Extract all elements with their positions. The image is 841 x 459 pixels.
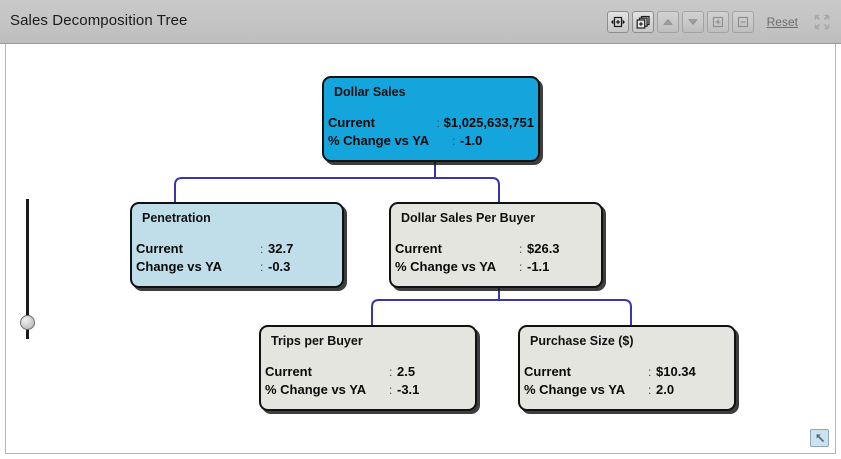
arrow-up-icon[interactable] xyxy=(656,11,679,33)
metric-separator: : xyxy=(648,365,652,379)
metric-value: -1.1 xyxy=(527,259,550,274)
metric-label: Current xyxy=(328,115,375,130)
node-metrics: Current : $26.3 % Change vs YA : -1.1 xyxy=(395,240,597,276)
metric-separator: : xyxy=(260,242,264,256)
tree-canvas[interactable]: Dollar Sales Current : $1,025,633,751 % … xyxy=(5,44,836,454)
metric-row: Current : 2.5 xyxy=(265,363,471,381)
restore-down-arrow-icon[interactable] xyxy=(810,429,829,447)
node-metrics: Current : 32.7 Change vs YA : -0.3 xyxy=(136,240,338,276)
tree-node-trips-per-buyer[interactable]: Trips per Buyer Current : 2.5 % Change v… xyxy=(259,325,477,411)
arrow-down-icon[interactable] xyxy=(681,11,704,33)
tree-node-purchase-size[interactable]: Purchase Size ($) Current : $10.34 % Cha… xyxy=(518,325,736,411)
node-title: Dollar Sales xyxy=(334,85,406,99)
metric-value: 2.0 xyxy=(656,382,675,397)
metric-separator: : xyxy=(648,383,652,397)
metric-row: % Change vs YA : 2.0 xyxy=(524,381,730,399)
metric-value: 32.7 xyxy=(268,241,294,256)
page-title: Sales Decomposition Tree xyxy=(10,12,188,29)
zoom-slider-handle[interactable] xyxy=(20,315,35,330)
metric-separator: : xyxy=(260,260,264,274)
node-metrics: Current : $1,025,633,751 % Change vs YA … xyxy=(328,114,534,150)
metric-row: Current : $26.3 xyxy=(395,240,597,258)
node-title: Trips per Buyer xyxy=(271,334,363,348)
metric-value: $26.3 xyxy=(527,241,560,256)
metric-separator: : xyxy=(452,134,456,148)
tree-node-penetration[interactable]: Penetration Current : 32.7 Change vs YA … xyxy=(130,202,344,288)
metric-row: Current : $10.34 xyxy=(524,363,730,381)
metric-row: % Change vs YA : -1.1 xyxy=(395,258,597,276)
metric-value: $1,025,633,751 xyxy=(443,115,534,130)
metric-separator: : xyxy=(436,116,440,130)
reset-button[interactable]: Reset xyxy=(766,15,798,29)
metric-value: $10.34 xyxy=(656,364,696,379)
tree-node-dollar-sales-per-buyer[interactable]: Dollar Sales Per Buyer Current : $26.3 %… xyxy=(389,202,603,288)
metric-value: -0.3 xyxy=(268,259,291,274)
metric-value: 2.5 xyxy=(397,364,416,379)
metric-label: Change vs YA xyxy=(136,259,222,274)
duplicate-layers-icon[interactable] xyxy=(631,11,654,33)
node-title: Purchase Size ($) xyxy=(530,334,634,348)
metric-label: Current xyxy=(395,241,442,256)
zoom-slider[interactable] xyxy=(16,199,38,339)
plus-box-icon[interactable] xyxy=(706,11,729,33)
app-header: Sales Decomposition Tree xyxy=(0,0,841,44)
toolbar: Reset xyxy=(606,10,831,34)
metric-label: Current xyxy=(136,241,183,256)
node-title: Penetration xyxy=(142,211,211,225)
metric-separator: : xyxy=(519,260,523,274)
metric-label: % Change vs YA xyxy=(524,382,626,397)
metric-row: Current : 32.7 xyxy=(136,240,338,258)
collapse-arrows-icon[interactable] xyxy=(813,13,831,31)
metric-label: Current xyxy=(524,364,571,379)
metric-label: % Change vs YA xyxy=(328,133,430,148)
metric-row: % Change vs YA : -1.0 xyxy=(328,132,534,150)
node-metrics: Current : 2.5 % Change vs YA : -3.1 xyxy=(265,363,471,399)
metric-label: Current xyxy=(265,364,312,379)
zoom-slider-track[interactable] xyxy=(26,199,29,339)
node-title: Dollar Sales Per Buyer xyxy=(401,211,536,225)
metric-separator: : xyxy=(519,242,523,256)
metric-label: % Change vs YA xyxy=(395,259,497,274)
minus-box-icon[interactable] xyxy=(731,11,754,33)
metric-row: Change vs YA : -0.3 xyxy=(136,258,338,276)
tree-node-dollar-sales[interactable]: Dollar Sales Current : $1,025,633,751 % … xyxy=(322,76,540,162)
expand-horizontal-icon[interactable] xyxy=(606,11,629,33)
metric-value: -1.0 xyxy=(460,133,483,148)
metric-row: Current : $1,025,633,751 xyxy=(328,114,534,132)
metric-separator: : xyxy=(389,365,393,379)
metric-row: % Change vs YA : -3.1 xyxy=(265,381,471,399)
metric-separator: : xyxy=(389,383,393,397)
metric-label: % Change vs YA xyxy=(265,382,367,397)
metric-value: -3.1 xyxy=(397,382,420,397)
node-metrics: Current : $10.34 % Change vs YA : 2.0 xyxy=(524,363,730,399)
